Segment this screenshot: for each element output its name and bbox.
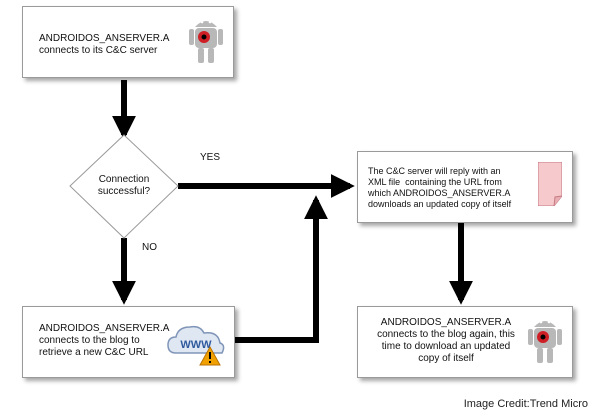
www-cloud-warning-icon: WWW — [166, 319, 226, 367]
blog-fail-box: ANDROIDOS_ANSERVER.A connects to the blo… — [22, 306, 235, 378]
start-box: ANDROIDOS_ANSERVER.A connects to its C&C… — [22, 6, 234, 78]
no-label: NO — [142, 242, 157, 253]
decision-text: Connection successful? — [97, 174, 151, 197]
document-icon — [537, 161, 563, 207]
yes-label: YES — [200, 152, 221, 163]
blog-again-box: ANDROIDOS_ANSERVER.A connects to the blo… — [357, 306, 573, 378]
image-credit: Image Credit:Trend Micro — [463, 398, 588, 410]
reply-text: The C&C server will reply with an XML fi… — [368, 166, 512, 209]
blog-again-text: ANDROIDOS_ANSERVER.A connects to the blo… — [377, 317, 515, 364]
start-text: ANDROIDOS_ANSERVER.A connects to its C&C… — [39, 33, 170, 56]
svg-text:WWW: WWW — [180, 339, 212, 351]
android-bot-icon — [528, 315, 562, 367]
android-bot-icon — [189, 15, 223, 67]
arrow-blogfail-to-yes — [234, 195, 328, 343]
reply-box: The C&C server will reply with an XML fi… — [357, 151, 573, 223]
decision-diamond — [69, 134, 179, 239]
blog-fail-text: ANDROIDOS_ANSERVER.A connects to the blo… — [39, 323, 170, 358]
